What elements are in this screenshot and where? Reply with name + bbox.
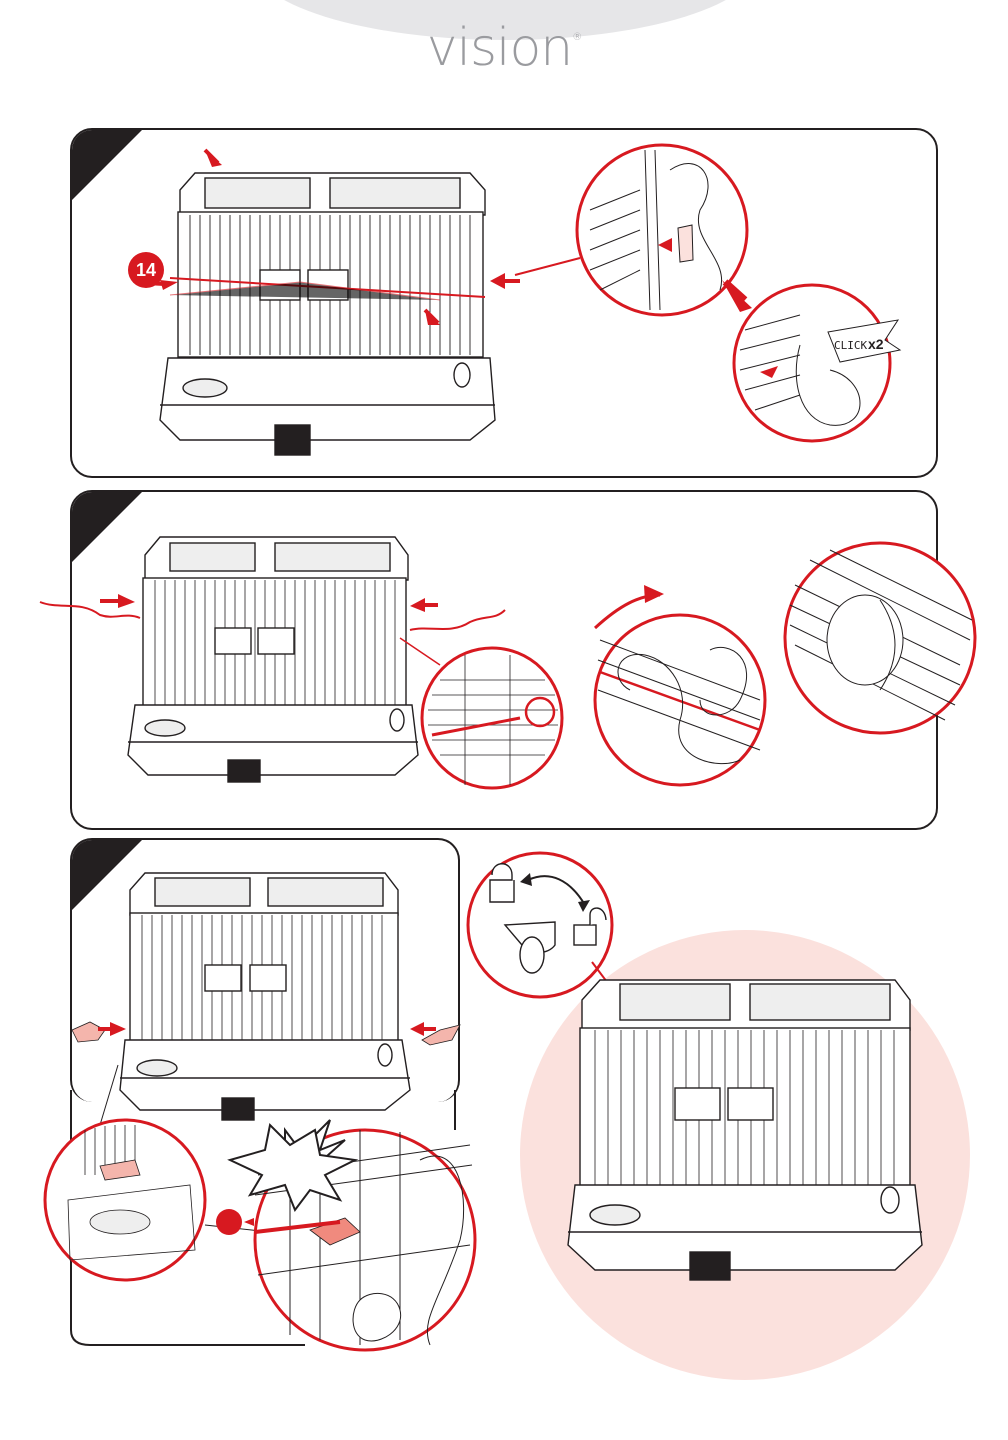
red-dot-marker [216, 1209, 242, 1235]
detail-circle-8 [468, 853, 612, 997]
panel-corner-marker [72, 840, 142, 910]
lock-icon [490, 864, 514, 902]
highlight-background [520, 930, 970, 1380]
instruction-panel-2 [70, 490, 938, 830]
brand-logo: vision® [0, 18, 1008, 78]
detail-circle-6 [45, 1120, 205, 1280]
step-number-badge: 14 [128, 252, 164, 288]
detail-circle-7 [255, 1130, 475, 1350]
registered-mark: ® [572, 32, 581, 43]
unlock-icon [574, 925, 596, 945]
click-label: CLICK [834, 339, 867, 352]
click-count: x2 [868, 336, 884, 352]
instruction-panel-1 [70, 128, 938, 478]
starburst-callout [230, 1125, 355, 1210]
instruction-panel-3 [70, 838, 460, 1102]
panel-corner-marker [72, 130, 142, 200]
brand-name: vision [427, 18, 573, 78]
panel-corner-marker [72, 492, 142, 562]
